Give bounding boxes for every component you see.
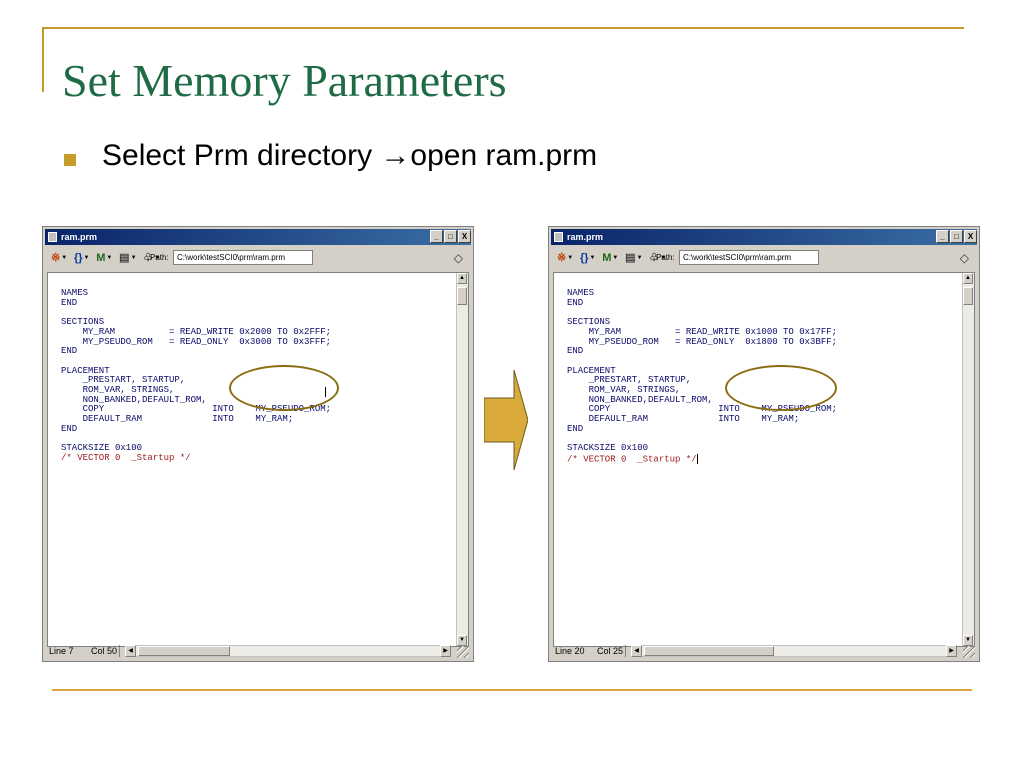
close-button[interactable]: X xyxy=(964,230,977,243)
code-editor[interactable]: NAMES END SECTIONS MY_RAM = READ_WRITE 0… xyxy=(553,272,975,647)
flag-icon[interactable]: ※ xyxy=(557,252,567,264)
editor-window-before: ram.prm _ □ X ※▼ {}▼ M▼ ▤▼ ♧▼ Path: C:\w… xyxy=(42,226,474,662)
scroll-right-icon[interactable]: ▶ xyxy=(946,645,957,657)
document-icon xyxy=(554,232,563,242)
file-icon[interactable]: ▤ xyxy=(625,252,636,264)
editor-toolbar: ※▼ {}▼ M▼ ▤▼ ♧▼ Path: C:\work\testSCI0\p… xyxy=(45,247,471,269)
left-rule xyxy=(42,28,44,92)
scroll-down-icon[interactable]: ▼ xyxy=(457,635,467,646)
resize-grip-icon[interactable] xyxy=(457,646,469,658)
bottom-rule xyxy=(52,689,972,691)
status-col: Col 50 xyxy=(91,646,118,656)
minimize-button[interactable]: _ xyxy=(936,230,949,243)
diamond-icon[interactable]: ◇ xyxy=(453,251,463,265)
status-divider xyxy=(625,645,626,657)
braces-icon[interactable]: {} xyxy=(579,252,589,264)
horizontal-scrollbar[interactable]: ◀ ▶ xyxy=(631,645,957,657)
status-line: Line 20 xyxy=(555,646,585,656)
resize-grip-icon[interactable] xyxy=(963,646,975,658)
code-comment: /* VECTOR 0 _Startup */ xyxy=(567,454,697,465)
dropdown-arrow-icon[interactable]: ▼ xyxy=(106,255,113,262)
minimize-button[interactable]: _ xyxy=(430,230,443,243)
editor-toolbar: ※▼ {}▼ M▼ ▤▼ ♧▼ Path: C:\work\testSCI0\p… xyxy=(551,247,977,269)
scroll-up-icon[interactable]: ▲ xyxy=(457,273,467,284)
status-bar: Line 20 Col 25 ◀ ▶ xyxy=(551,643,977,659)
window-titlebar[interactable]: ram.prm _ □ X xyxy=(45,229,471,245)
code-editor[interactable]: NAMES END SECTIONS MY_RAM = READ_WRITE 0… xyxy=(47,272,469,647)
path-field[interactable]: C:\work\testSCI0\prm\ram.prm xyxy=(173,250,313,265)
vertical-scrollbar[interactable]: ▲ ▼ xyxy=(456,273,468,646)
dropdown-arrow-icon[interactable]: ▼ xyxy=(83,255,90,262)
horizontal-scrollbar[interactable]: ◀ ▶ xyxy=(125,645,451,657)
dropdown-arrow-icon[interactable]: ▼ xyxy=(61,255,68,262)
path-label: Path: xyxy=(656,253,675,262)
window-title: ram.prm xyxy=(567,232,604,242)
status-bar: Line 7 Col 50 ◀ ▶ xyxy=(45,643,471,659)
scroll-thumb[interactable] xyxy=(644,646,774,656)
maximize-button[interactable]: □ xyxy=(950,230,963,243)
scroll-thumb[interactable] xyxy=(138,646,230,656)
status-line: Line 7 xyxy=(49,646,74,656)
editor-window-after: ram.prm _ □ X ※▼ {}▼ M▼ ▤▼ ♧▼ Path: C:\w… xyxy=(548,226,980,662)
right-arrow-icon xyxy=(484,370,528,470)
scroll-thumb[interactable] xyxy=(457,287,467,305)
diamond-icon[interactable]: ◇ xyxy=(959,251,969,265)
bookmark-icon[interactable]: M xyxy=(96,252,106,264)
arrow-shape xyxy=(484,370,528,470)
dropdown-arrow-icon[interactable]: ▼ xyxy=(154,255,161,262)
scroll-left-icon[interactable]: ◀ xyxy=(631,645,642,657)
dropdown-arrow-icon[interactable]: ▼ xyxy=(612,255,619,262)
bullet-text: Select Prm directory →open ram.prm xyxy=(102,139,598,172)
code-text[interactable]: NAMES END SECTIONS MY_RAM = READ_WRITE 0… xyxy=(567,288,838,465)
window-titlebar[interactable]: ram.prm _ □ X xyxy=(551,229,977,245)
slide-title: Set Memory Parameters xyxy=(62,55,507,106)
close-button[interactable]: X xyxy=(458,230,471,243)
window-title: ram.prm xyxy=(61,232,98,242)
pin-icon[interactable]: ♧ xyxy=(143,252,154,264)
dropdown-arrow-icon[interactable]: ▼ xyxy=(130,255,137,262)
scroll-down-icon[interactable]: ▼ xyxy=(963,635,973,646)
top-rule xyxy=(42,27,964,29)
pin-icon[interactable]: ♧ xyxy=(649,252,660,264)
dropdown-arrow-icon[interactable]: ▼ xyxy=(567,255,574,262)
scroll-right-icon[interactable]: ▶ xyxy=(440,645,451,657)
text-caret xyxy=(696,453,698,464)
status-col: Col 25 xyxy=(597,646,624,656)
file-icon[interactable]: ▤ xyxy=(119,252,130,264)
bullet-square-icon xyxy=(64,154,76,166)
vertical-scrollbar[interactable]: ▲ ▼ xyxy=(962,273,974,646)
maximize-button[interactable]: □ xyxy=(444,230,457,243)
braces-icon[interactable]: {} xyxy=(73,252,83,264)
code-body: NAMES END SECTIONS MY_RAM = READ_WRITE 0… xyxy=(567,288,838,454)
scroll-left-icon[interactable]: ◀ xyxy=(125,645,136,657)
dropdown-arrow-icon[interactable]: ▼ xyxy=(589,255,596,262)
path-label: Path: xyxy=(150,253,169,262)
document-icon xyxy=(48,232,57,242)
scroll-thumb[interactable] xyxy=(963,287,973,305)
bookmark-icon[interactable]: M xyxy=(602,252,612,264)
highlight-ellipse xyxy=(229,365,339,411)
dropdown-arrow-icon[interactable]: ▼ xyxy=(660,255,667,262)
code-comment: /* VECTOR 0 _Startup */ xyxy=(61,452,191,463)
dropdown-arrow-icon[interactable]: ▼ xyxy=(636,255,643,262)
path-field[interactable]: C:\work\testSCI0\prm\ram.prm xyxy=(679,250,819,265)
status-divider xyxy=(119,645,120,657)
scroll-up-icon[interactable]: ▲ xyxy=(963,273,973,284)
highlight-ellipse xyxy=(725,365,837,411)
text-caret xyxy=(325,387,326,397)
flag-icon[interactable]: ※ xyxy=(51,252,61,264)
